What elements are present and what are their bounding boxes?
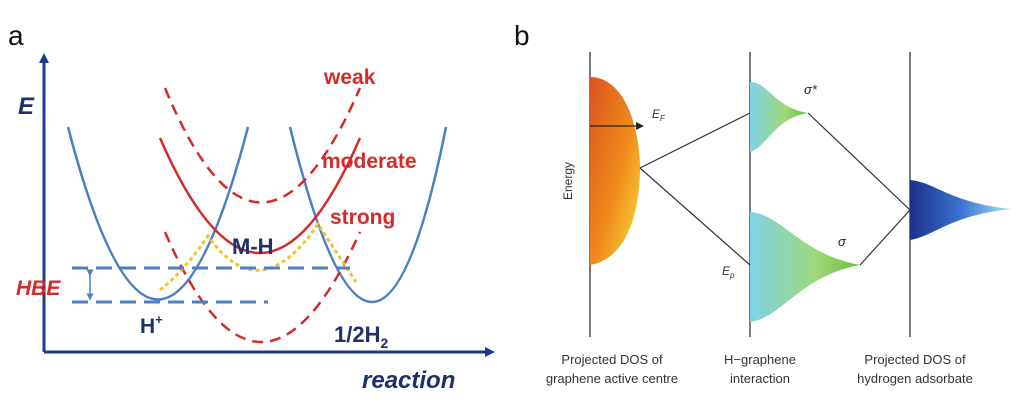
caption-right-line1: Projected DOS of — [864, 352, 966, 367]
connector-left-to-sigma-star — [639, 112, 751, 169]
label-hbe: HBE — [16, 277, 61, 300]
energy-axis-label: Energy — [561, 162, 575, 200]
ep-label: Ep — [722, 264, 735, 280]
panel-b-letter: b — [514, 20, 530, 51]
label-half-h2: 1/2H2 — [334, 322, 388, 351]
caption-left-line2: graphene active centre — [546, 371, 678, 386]
label-h-plus: H+ — [140, 312, 163, 338]
label-mh: M-H — [232, 234, 274, 259]
sigma-star-label: σ* — [804, 82, 818, 97]
caption-right-line2: hydrogen adsorbate — [857, 371, 973, 386]
y-axis-label: E — [18, 93, 35, 120]
red-dashed-weak — [163, 87, 362, 204]
panel-a-letter: a — [8, 20, 24, 51]
fermi-level-label: EF — [652, 107, 666, 123]
connector-sigma-star-to-h — [807, 112, 911, 211]
blue-curve-right — [288, 126, 448, 304]
label-moderate: moderate — [322, 150, 417, 173]
connector-left-to-sigma — [639, 167, 751, 266]
red-dashed-strong — [163, 231, 362, 344]
panel-b: b EF Energy Ep σ* σ Projected DOS of gra… — [514, 20, 1012, 386]
hydrogen-dos-peak — [910, 180, 1012, 240]
red-curve-moderate — [158, 137, 362, 254]
caption-mid-line1: H−graphene — [724, 352, 796, 367]
x-axis-label: reaction — [362, 367, 455, 394]
caption-left-line1: Projected DOS of — [561, 352, 663, 367]
panel-a: a E reaction weak moderate strong M-H HB… — [8, 20, 495, 394]
sigma-star-peak — [750, 82, 808, 152]
caption-mid-line2: interaction — [730, 371, 790, 386]
label-weak: weak — [323, 66, 376, 89]
sigma-label: σ — [838, 234, 847, 249]
sigma-peak — [750, 212, 860, 322]
connector-sigma-to-h — [859, 209, 911, 266]
graphene-dos-shape — [590, 77, 640, 265]
blue-curve-left — [66, 126, 250, 301]
label-strong: strong — [330, 206, 395, 229]
